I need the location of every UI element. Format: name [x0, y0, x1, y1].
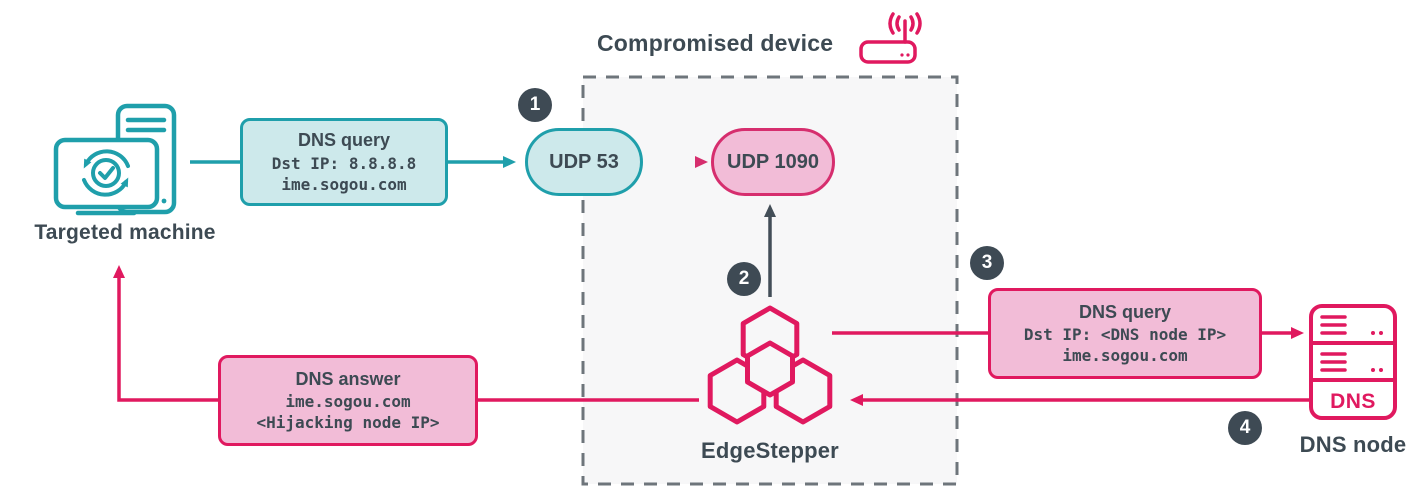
compromised-device-title: Compromised device	[597, 30, 834, 56]
step-badge-1: 1	[518, 88, 552, 122]
dns-node-label: DNS node	[1299, 432, 1407, 457]
dns-answer-line1: ime.sogou.com	[285, 392, 411, 412]
step-badge-3: 3	[970, 246, 1004, 280]
dns-query-right-line2: ime.sogou.com	[1062, 346, 1188, 366]
dns-server-icon-text: DNS	[1330, 390, 1376, 413]
dns-answer-line2: <Hijacking node IP>	[256, 413, 440, 433]
udp-53-port: UDP 53	[525, 128, 643, 196]
dns-answer-box: DNS answer ime.sogou.com <Hijacking node…	[218, 355, 478, 446]
dns-query-right-line1: Dst IP: <DNS node IP>	[1023, 325, 1227, 345]
step-badge-4: 4	[1228, 411, 1262, 445]
targeted-machine-icon	[52, 100, 182, 220]
dns-answer-title: DNS answer	[295, 368, 401, 389]
dns-query-box-right: DNS query Dst IP: <DNS node IP> ime.sogo…	[988, 288, 1262, 379]
dns-server-icon: DNS	[1308, 303, 1398, 421]
step-badge-2: 2	[727, 262, 761, 296]
edgestepper-icon	[703, 303, 837, 427]
router-icon	[858, 6, 928, 66]
targeted-machine-label: Targeted machine	[34, 221, 216, 244]
edgestepper-label: EdgeStepper	[701, 438, 839, 463]
dns-query-box-left: DNS query Dst IP: 8.8.8.8 ime.sogou.com	[240, 118, 448, 206]
udp-1090-port: UDP 1090	[711, 128, 835, 196]
dns-query-left-title: DNS query	[297, 130, 391, 151]
dns-query-left-line2: ime.sogou.com	[281, 174, 407, 194]
dns-query-left-line1: Dst IP: 8.8.8.8	[271, 153, 417, 173]
dns-query-right-title: DNS query	[1078, 301, 1172, 322]
